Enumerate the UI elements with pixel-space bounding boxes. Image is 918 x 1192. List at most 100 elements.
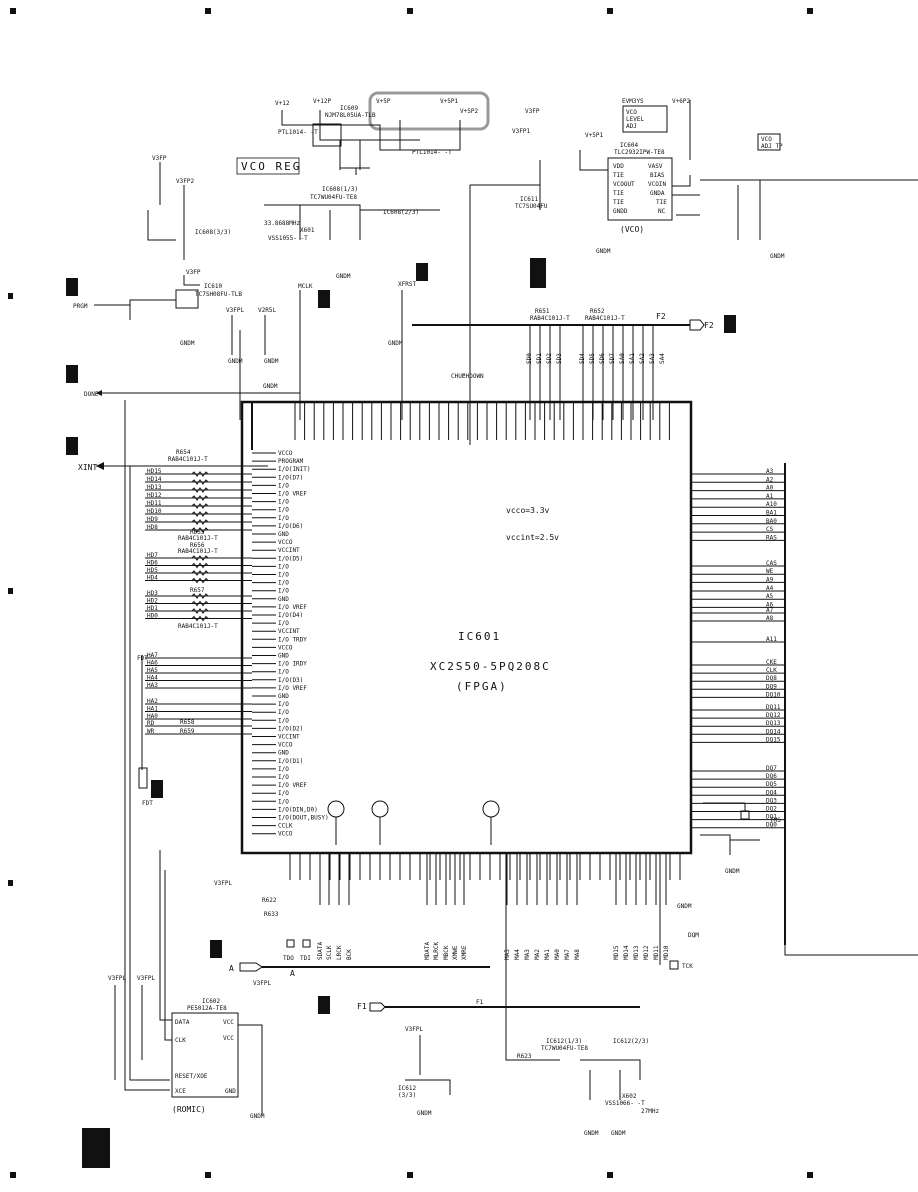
evm3ys-label: EVM3YS xyxy=(622,98,644,105)
right-signal-label: WE xyxy=(766,568,774,575)
svg-text:R651: R651 xyxy=(535,308,550,315)
right-signal-label: A2 xyxy=(766,476,774,483)
svg-text:V3FPL: V3FPL xyxy=(226,307,244,314)
bottom-signal-label: MBCK xyxy=(443,945,450,960)
right-signal-label: RAS xyxy=(766,534,777,541)
svg-text:TLC2932IPW-TE8: TLC2932IPW-TE8 xyxy=(614,149,665,156)
left-signal-label: HD0 xyxy=(147,613,158,620)
bottom-signal-label: MA7 xyxy=(564,949,571,960)
test-point xyxy=(371,800,389,818)
svg-text:NJM78L05UA-TLB: NJM78L05UA-TLB xyxy=(325,112,376,119)
bottom-signal-label: BCK xyxy=(346,949,353,960)
vco-label: (VCO) xyxy=(620,225,644,234)
svg-text:DATA: DATA xyxy=(175,1019,190,1026)
fpga-left-pin-label: VCCO xyxy=(278,831,293,838)
test-point xyxy=(327,800,345,818)
svg-text:V3FPL: V3FPL xyxy=(253,980,271,987)
fpga-left-pin-label: VCCO xyxy=(278,450,293,457)
svg-text:V+5P1: V+5P1 xyxy=(585,132,603,139)
svg-text:IC608(2/3): IC608(2/3) xyxy=(383,209,419,216)
left-signal-label: HA4 xyxy=(147,675,158,682)
svg-text:R633: R633 xyxy=(264,911,279,918)
bottom-signal-label: MA5 xyxy=(504,949,511,960)
left-signal-label: HD11 xyxy=(147,500,162,507)
svg-text:IC602: IC602 xyxy=(202,998,220,1005)
left-signal-label: HD10 xyxy=(147,508,162,515)
right-signal-label: A7 xyxy=(766,607,774,614)
svg-text:GNDM: GNDM xyxy=(677,903,692,910)
resistor-symbol xyxy=(191,600,209,607)
fpga-left-pin-label: CCLK xyxy=(278,823,293,830)
bottom-signal-label: MLRCK xyxy=(433,942,440,960)
right-signal-label: CKE xyxy=(766,659,777,666)
fpga-left-pin-label: I/O xyxy=(278,482,289,489)
chdown-label: CHDOWN xyxy=(462,373,484,380)
svg-text:GNDM: GNDM xyxy=(250,1113,265,1120)
f2-drops xyxy=(529,325,654,420)
tdi-label: TDI xyxy=(300,955,311,962)
right-signal-label: DQ7 xyxy=(766,765,777,772)
svg-text:RESET/XOE: RESET/XOE xyxy=(175,1073,208,1080)
svg-text:VCOIN: VCOIN xyxy=(648,181,666,188)
fpga-left-pin-label: GND xyxy=(278,653,289,660)
right-signal-label: DQ1 xyxy=(766,814,777,821)
svg-text:TIE: TIE xyxy=(613,172,624,179)
ic604-body xyxy=(607,157,673,221)
fpga-left-pin-label: I/O(D2) xyxy=(278,725,303,732)
right-signal-label: DQ10 xyxy=(766,691,781,698)
fpga-left-pin-label: I/O TRDY xyxy=(278,636,307,643)
left-signal-label: HA0 xyxy=(147,713,158,720)
svg-text:CLK: CLK xyxy=(175,1037,186,1044)
left-signal-label: HD5 xyxy=(147,567,158,574)
svg-text:TC7WU04FU-TE8: TC7WU04FU-TE8 xyxy=(310,194,357,201)
right-signal-column: A3A2A0A1A10BA1BA0CSRASCASWEA9A4A5A6A7A8A… xyxy=(691,468,785,829)
resistor-symbol xyxy=(191,471,209,477)
svg-text:RAB4C101J-T: RAB4C101J-T xyxy=(178,548,218,555)
tck-label: TCK xyxy=(682,963,693,970)
svg-text:GNDM: GNDM xyxy=(584,1130,599,1137)
right-signal-label: BA1 xyxy=(766,510,777,517)
svg-text:GNDM: GNDM xyxy=(264,358,279,365)
prgm-net-label: PRGM xyxy=(73,303,88,310)
fpga-left-pin-label: I/O xyxy=(278,709,289,716)
right-signal-label: BA0 xyxy=(766,518,777,525)
top-signal-label: SD6 xyxy=(599,353,606,364)
svg-text:V3FP: V3FP xyxy=(186,269,201,276)
svg-text:(3/3): (3/3) xyxy=(398,1092,416,1099)
svg-text:GNDM: GNDM xyxy=(388,340,403,347)
svg-text:GNDM: GNDM xyxy=(725,868,740,875)
page-tab xyxy=(82,1128,110,1168)
svg-text:IC608(3/3): IC608(3/3) xyxy=(195,229,231,236)
fpga-left-pin-label: I/O xyxy=(278,563,289,570)
fdt-label: FDT xyxy=(142,800,153,807)
svg-text:IC604: IC604 xyxy=(620,142,638,149)
svg-text:TC7SU04FU: TC7SU04FU xyxy=(515,203,548,210)
svg-text:V+12P: V+12P xyxy=(313,98,331,105)
top-signal-label: SD2 xyxy=(546,353,553,364)
resistor-symbol xyxy=(191,487,209,493)
left-signal-label: HD6 xyxy=(147,560,158,567)
top-signal-label: SA1 xyxy=(629,353,636,364)
bottom-signal-label: LRCK xyxy=(336,945,343,960)
bottom-signal-label: MD15 xyxy=(613,945,620,960)
resistor-symbol xyxy=(191,577,209,584)
edge-markers xyxy=(8,8,813,1178)
right-signal-label: A8 xyxy=(766,615,774,622)
svg-text:RAB4C101J-T: RAB4C101J-T xyxy=(168,456,208,463)
svg-text:XCE: XCE xyxy=(175,1088,186,1095)
bottom-signal-label: SDATA xyxy=(317,942,324,960)
svg-text:V2R5L: V2R5L xyxy=(258,307,276,314)
bottom-signal-label: MD10 xyxy=(663,945,670,960)
bottom-signal-label: MA8 xyxy=(574,949,581,960)
fpga-left-pin-label: I/O xyxy=(278,701,289,708)
fpga-left-pin-label: I/O xyxy=(278,588,289,595)
fpga-left-pin-label: I/O(D1) xyxy=(278,758,303,765)
right-signal-label: DQ13 xyxy=(766,720,781,727)
fpga-left-pin-label: GND xyxy=(278,693,289,700)
svg-text:V+5P1: V+5P1 xyxy=(440,98,458,105)
f1-bus-label-2: F1 xyxy=(476,999,484,1006)
svg-text:V3FPL: V3FPL xyxy=(108,975,126,982)
left-signal-label: RD xyxy=(147,720,155,727)
svg-text:IC612(2/3): IC612(2/3) xyxy=(613,1038,649,1045)
